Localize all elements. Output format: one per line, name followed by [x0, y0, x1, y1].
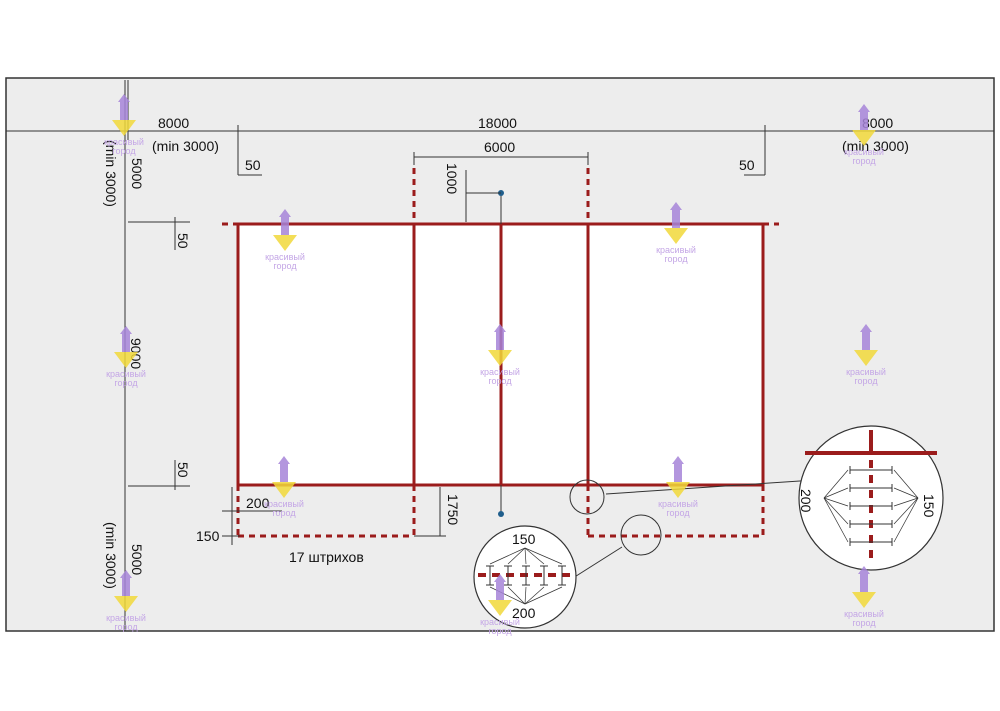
dim-attack-zone: 6000 [484, 139, 515, 155]
callout-leader-right [605, 479, 816, 495]
watermark-text-line1: красивый [480, 617, 520, 627]
watermark-text-line1: красивый [480, 367, 520, 377]
line-width-ticks [128, 174, 765, 490]
watermark-text-line2: город [664, 254, 688, 264]
detail-right-left-value: 200 [798, 489, 814, 513]
watermark-text-line1: красивый [844, 147, 884, 157]
watermark-text-line2: город [488, 376, 512, 386]
watermark-text-line2: город [488, 626, 512, 636]
watermark-text-line2: город [852, 156, 876, 166]
watermark-text-line2: город [273, 261, 297, 271]
detail-circle-right [798, 425, 944, 571]
watermark-text-line1: красивый [656, 245, 696, 255]
watermark-text-line2: город [666, 508, 690, 518]
watermark-text-line1: красивый [264, 499, 304, 509]
dim-pole-offset: 1000 [444, 163, 460, 194]
dim-line-left: 50 [245, 157, 261, 173]
dim-service-gap: 150 [196, 528, 220, 544]
callout-circle-court [569, 479, 605, 515]
dim-line-right: 50 [739, 157, 755, 173]
dim-left-zone: 8000 [158, 115, 189, 131]
dashed-extensions [222, 168, 779, 538]
watermark-text-line1: красивый [106, 613, 146, 623]
dim-service-dash: 200 [246, 495, 270, 511]
dim-dash-count: 17 штрихов [289, 549, 364, 565]
pole-offset-dimension [465, 170, 501, 222]
watermark-text-line2: город [114, 378, 138, 388]
watermark-text-line2: город [114, 622, 138, 632]
dim-top-zone: 5000 [129, 158, 145, 189]
watermark-text-line2: город [112, 146, 136, 156]
watermark-text-line1: красивый [846, 367, 886, 377]
detail-bottom-bottom-value: 200 [512, 605, 536, 621]
watermark-text-line1: красивый [844, 609, 884, 619]
dim-service-depth: 1750 [445, 494, 461, 525]
watermark-layer: красивыйгородкрасивыйгородкрасивыйгородк… [104, 94, 886, 636]
watermark-text-line2: город [854, 376, 878, 386]
callout-leader-bottom [572, 546, 623, 579]
watermark-text-line2: город [272, 508, 296, 518]
dim-line-top: 50 [175, 233, 191, 249]
post-marker-bottom [498, 511, 504, 517]
detail-right-right-value: 150 [921, 494, 937, 518]
watermark-text-line1: красивый [104, 137, 144, 147]
callout-circle-service [620, 514, 662, 556]
dim-court-length: 18000 [478, 115, 517, 131]
dim-left-zone-min: (min 3000) [152, 138, 219, 154]
service-zone-dimension [222, 487, 446, 545]
attack-zone-dimension [413, 152, 589, 165]
dim-right-zone-min: (min 3000) [842, 138, 909, 154]
watermark-text-line1: красивый [106, 369, 146, 379]
dim-bottom-zone-min: (min 3000) [103, 522, 119, 589]
detail-bottom-top-value: 150 [512, 531, 536, 547]
watermark-text-line1: красивый [265, 252, 305, 262]
dim-bottom-zone: 5000 [129, 544, 145, 575]
dim-right-zone: 8000 [862, 115, 893, 131]
watermark-text-line1: красивый [658, 499, 698, 509]
dim-line-bottom: 50 [175, 462, 191, 478]
watermark-text-line2: город [852, 618, 876, 628]
dim-top-zone-min: (min 3000) [103, 140, 119, 207]
